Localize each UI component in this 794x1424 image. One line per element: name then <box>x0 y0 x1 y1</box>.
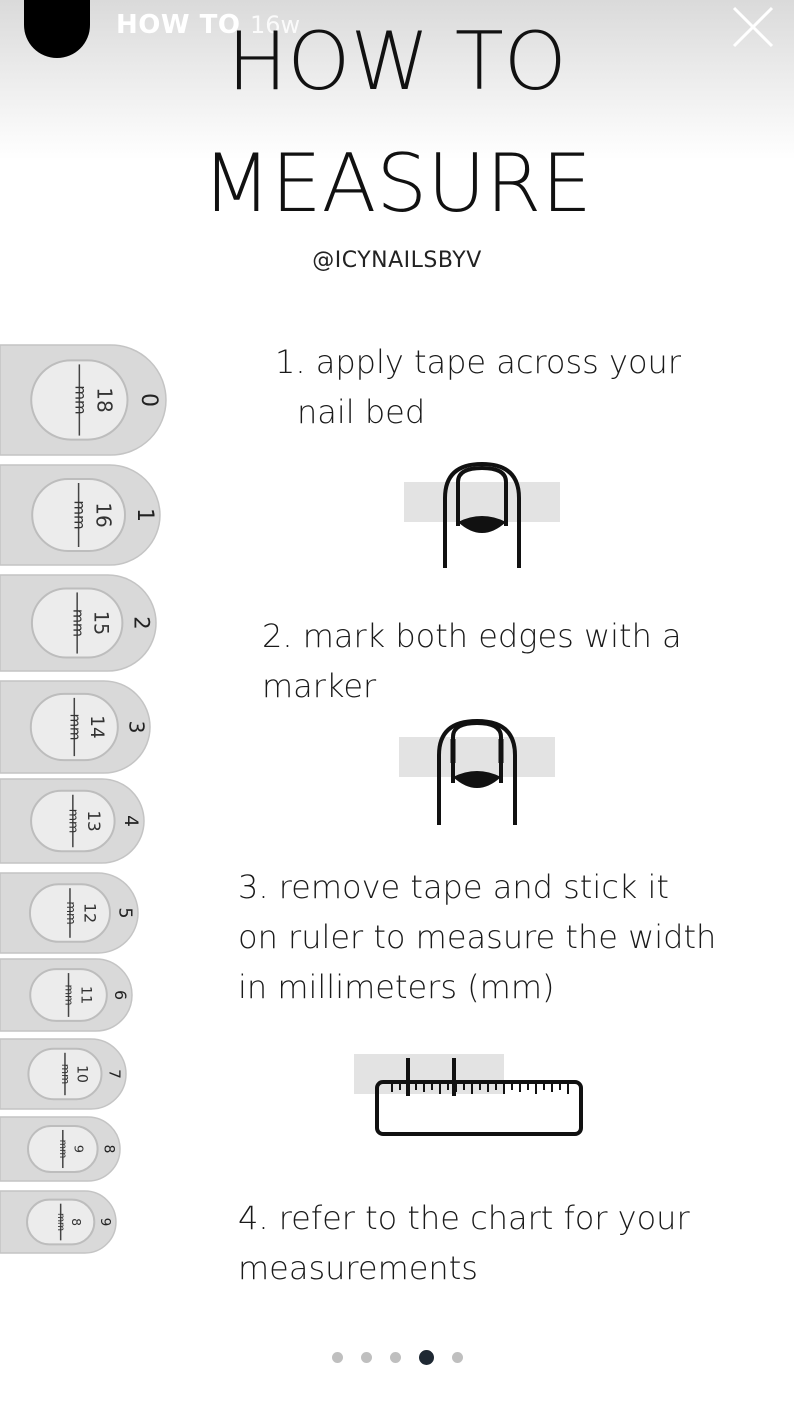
account-handle: @ICYNAILSBYV <box>312 248 482 273</box>
nail-size-number: 0 <box>136 393 161 407</box>
page-dot-active[interactable] <box>418 1350 434 1365</box>
nail-width-value: 18 <box>92 387 116 412</box>
nail-width-unit: mm <box>71 500 89 529</box>
step-3: 3. remove tape and stick it on ruler to … <box>238 862 778 1012</box>
nail-size-number: 5 <box>115 907 135 918</box>
marked-nail-illustration <box>399 718 555 825</box>
nail-size-number: 8 <box>100 1145 116 1154</box>
page-dot[interactable] <box>389 1352 401 1363</box>
step-1: 1. apply tape across your nail bed <box>275 337 755 437</box>
page-title-line2: MEASURE <box>202 137 592 230</box>
step-4-line1: 4. refer to the chart for your <box>238 1199 690 1237</box>
step-2-line2: marker <box>262 667 377 705</box>
close-icon[interactable] <box>730 4 776 50</box>
story-title: HOW TO <box>116 10 241 40</box>
nail-size-number: 2 <box>130 616 155 629</box>
nail-width-value: 16 <box>92 502 116 527</box>
nail-size-number: 3 <box>124 721 148 734</box>
nail-width-unit: mm <box>69 609 85 637</box>
avatar[interactable] <box>24 0 90 58</box>
nail-width-unit: mm <box>63 984 76 1005</box>
nail-size-number: 9 <box>97 1218 113 1227</box>
nail-width-unit: mm <box>57 1140 68 1159</box>
nail-width-unit: mm <box>55 1213 66 1231</box>
step-3-line1: 3. remove tape and stick it <box>238 868 669 906</box>
nail-width-value: 15 <box>89 611 112 635</box>
step-3-line3: in millimeters (mm) <box>238 968 555 1006</box>
page-dot[interactable] <box>331 1352 343 1363</box>
step-4-line2: measurements <box>238 1249 478 1287</box>
nail-size-number: 4 <box>120 815 141 827</box>
story-header-gradient <box>0 0 794 160</box>
nail-size-number: 6 <box>111 990 130 1000</box>
step-2-line1: 2. mark both edges with a <box>262 617 682 655</box>
page-title-line1: HOW TO <box>227 15 567 108</box>
nail-size-number: 7 <box>105 1069 123 1079</box>
step-1-line1: 1. apply tape across your <box>275 343 681 381</box>
step-1-line2: nail bed <box>297 393 426 431</box>
nail-width-value: 12 <box>80 903 99 923</box>
page-dot[interactable] <box>451 1352 463 1363</box>
nail-width-value: 14 <box>86 715 107 738</box>
nail-width-value: 9 <box>70 1145 85 1153</box>
nail-width-value: 11 <box>77 986 93 1004</box>
nail-width-unit: mm <box>67 714 83 741</box>
nail-size-number: 1 <box>132 508 157 522</box>
nail-width-unit: mm <box>59 1064 71 1084</box>
nail-size-row: 8mm 9 <box>0 1190 117 1254</box>
step-3-line2: on ruler to measure the width <box>238 918 717 956</box>
nail-size-row: 9mm 8 <box>0 1116 121 1182</box>
step-4: 4. refer to the chart for your measureme… <box>238 1193 758 1293</box>
story-age: 16w <box>250 11 301 39</box>
nail-width-unit: mm <box>66 809 81 834</box>
story-pagination <box>0 1350 794 1365</box>
nail-width-value: 13 <box>84 810 104 831</box>
ruler-illustration <box>354 1054 583 1136</box>
nail-width-unit: mm <box>64 901 78 924</box>
nail-width-unit: mm <box>71 385 89 414</box>
tape-on-nail-illustration <box>404 461 560 568</box>
page-dot[interactable] <box>360 1352 372 1363</box>
step-2: 2. mark both edges with a marker <box>262 611 752 711</box>
nail-width-value: 10 <box>74 1065 90 1083</box>
nail-width-value: 8 <box>69 1218 84 1226</box>
